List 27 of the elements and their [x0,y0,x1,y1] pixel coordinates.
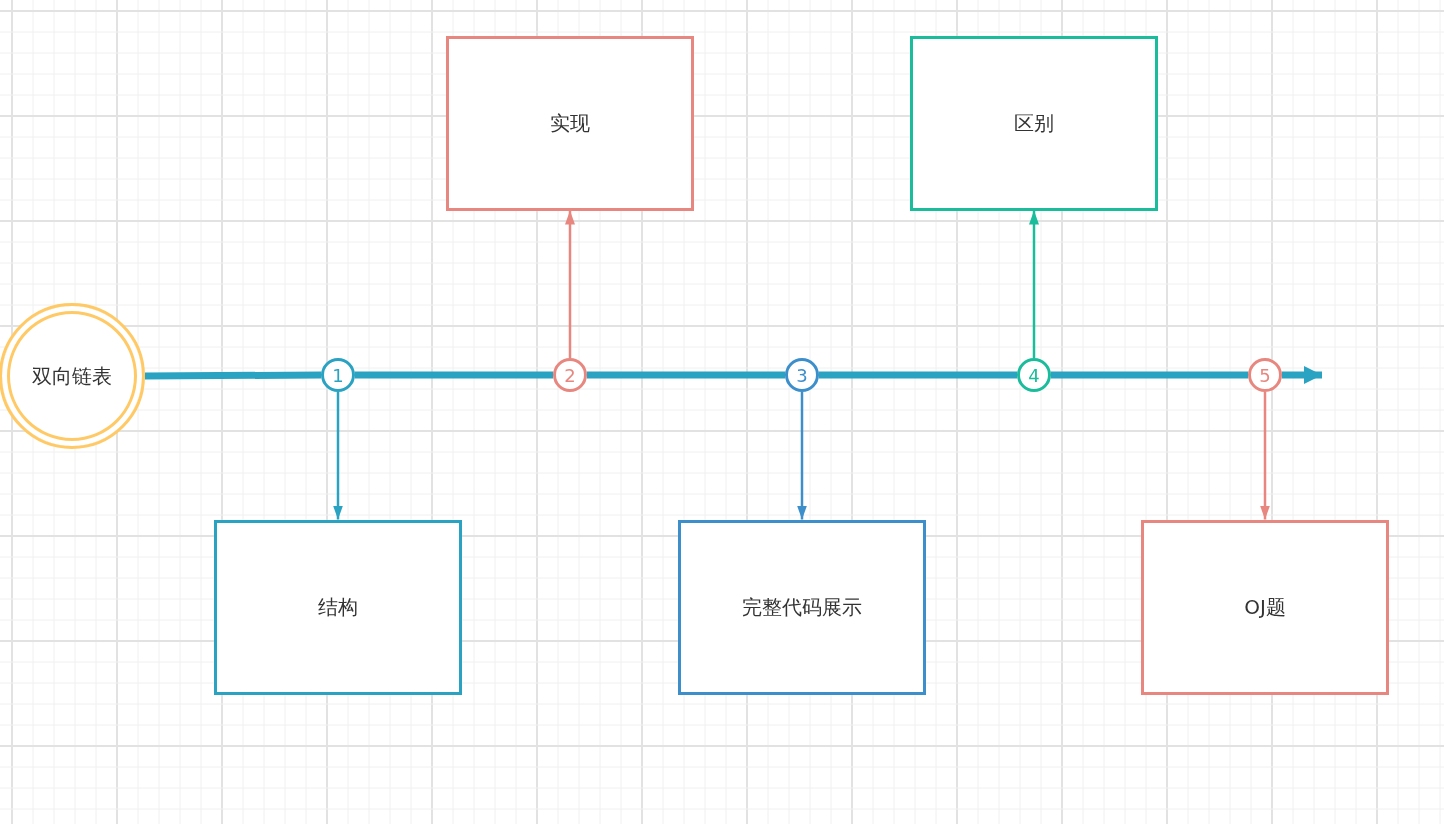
step-number: 1 [332,364,344,386]
node-label: 双向链表 [32,362,112,390]
step-number: 3 [796,364,808,386]
node-label: 实现 [550,109,590,137]
topic-box [678,519,926,695]
step-circle [1248,358,1282,392]
arrow [565,210,575,358]
start-circle [0,303,145,449]
step-circle [785,358,819,392]
step-number: 5 [1259,364,1271,386]
topic-box [910,35,1158,211]
step-circle [1017,358,1051,392]
topic-box [214,519,462,695]
step-number: 2 [564,364,576,386]
arrow [797,392,807,520]
node-label: 区别 [1014,109,1054,137]
node-label: OJ题 [1244,593,1286,621]
arrow [333,392,343,520]
node-label: 完整代码展示 [742,593,862,621]
arrow [1260,392,1270,520]
step-number: 4 [1028,364,1040,386]
topic-box [446,35,694,211]
node-label: 结构 [318,593,358,621]
arrow [1029,210,1039,358]
step-circle [321,358,355,392]
topic-box [1141,519,1389,695]
step-circle [553,358,587,392]
